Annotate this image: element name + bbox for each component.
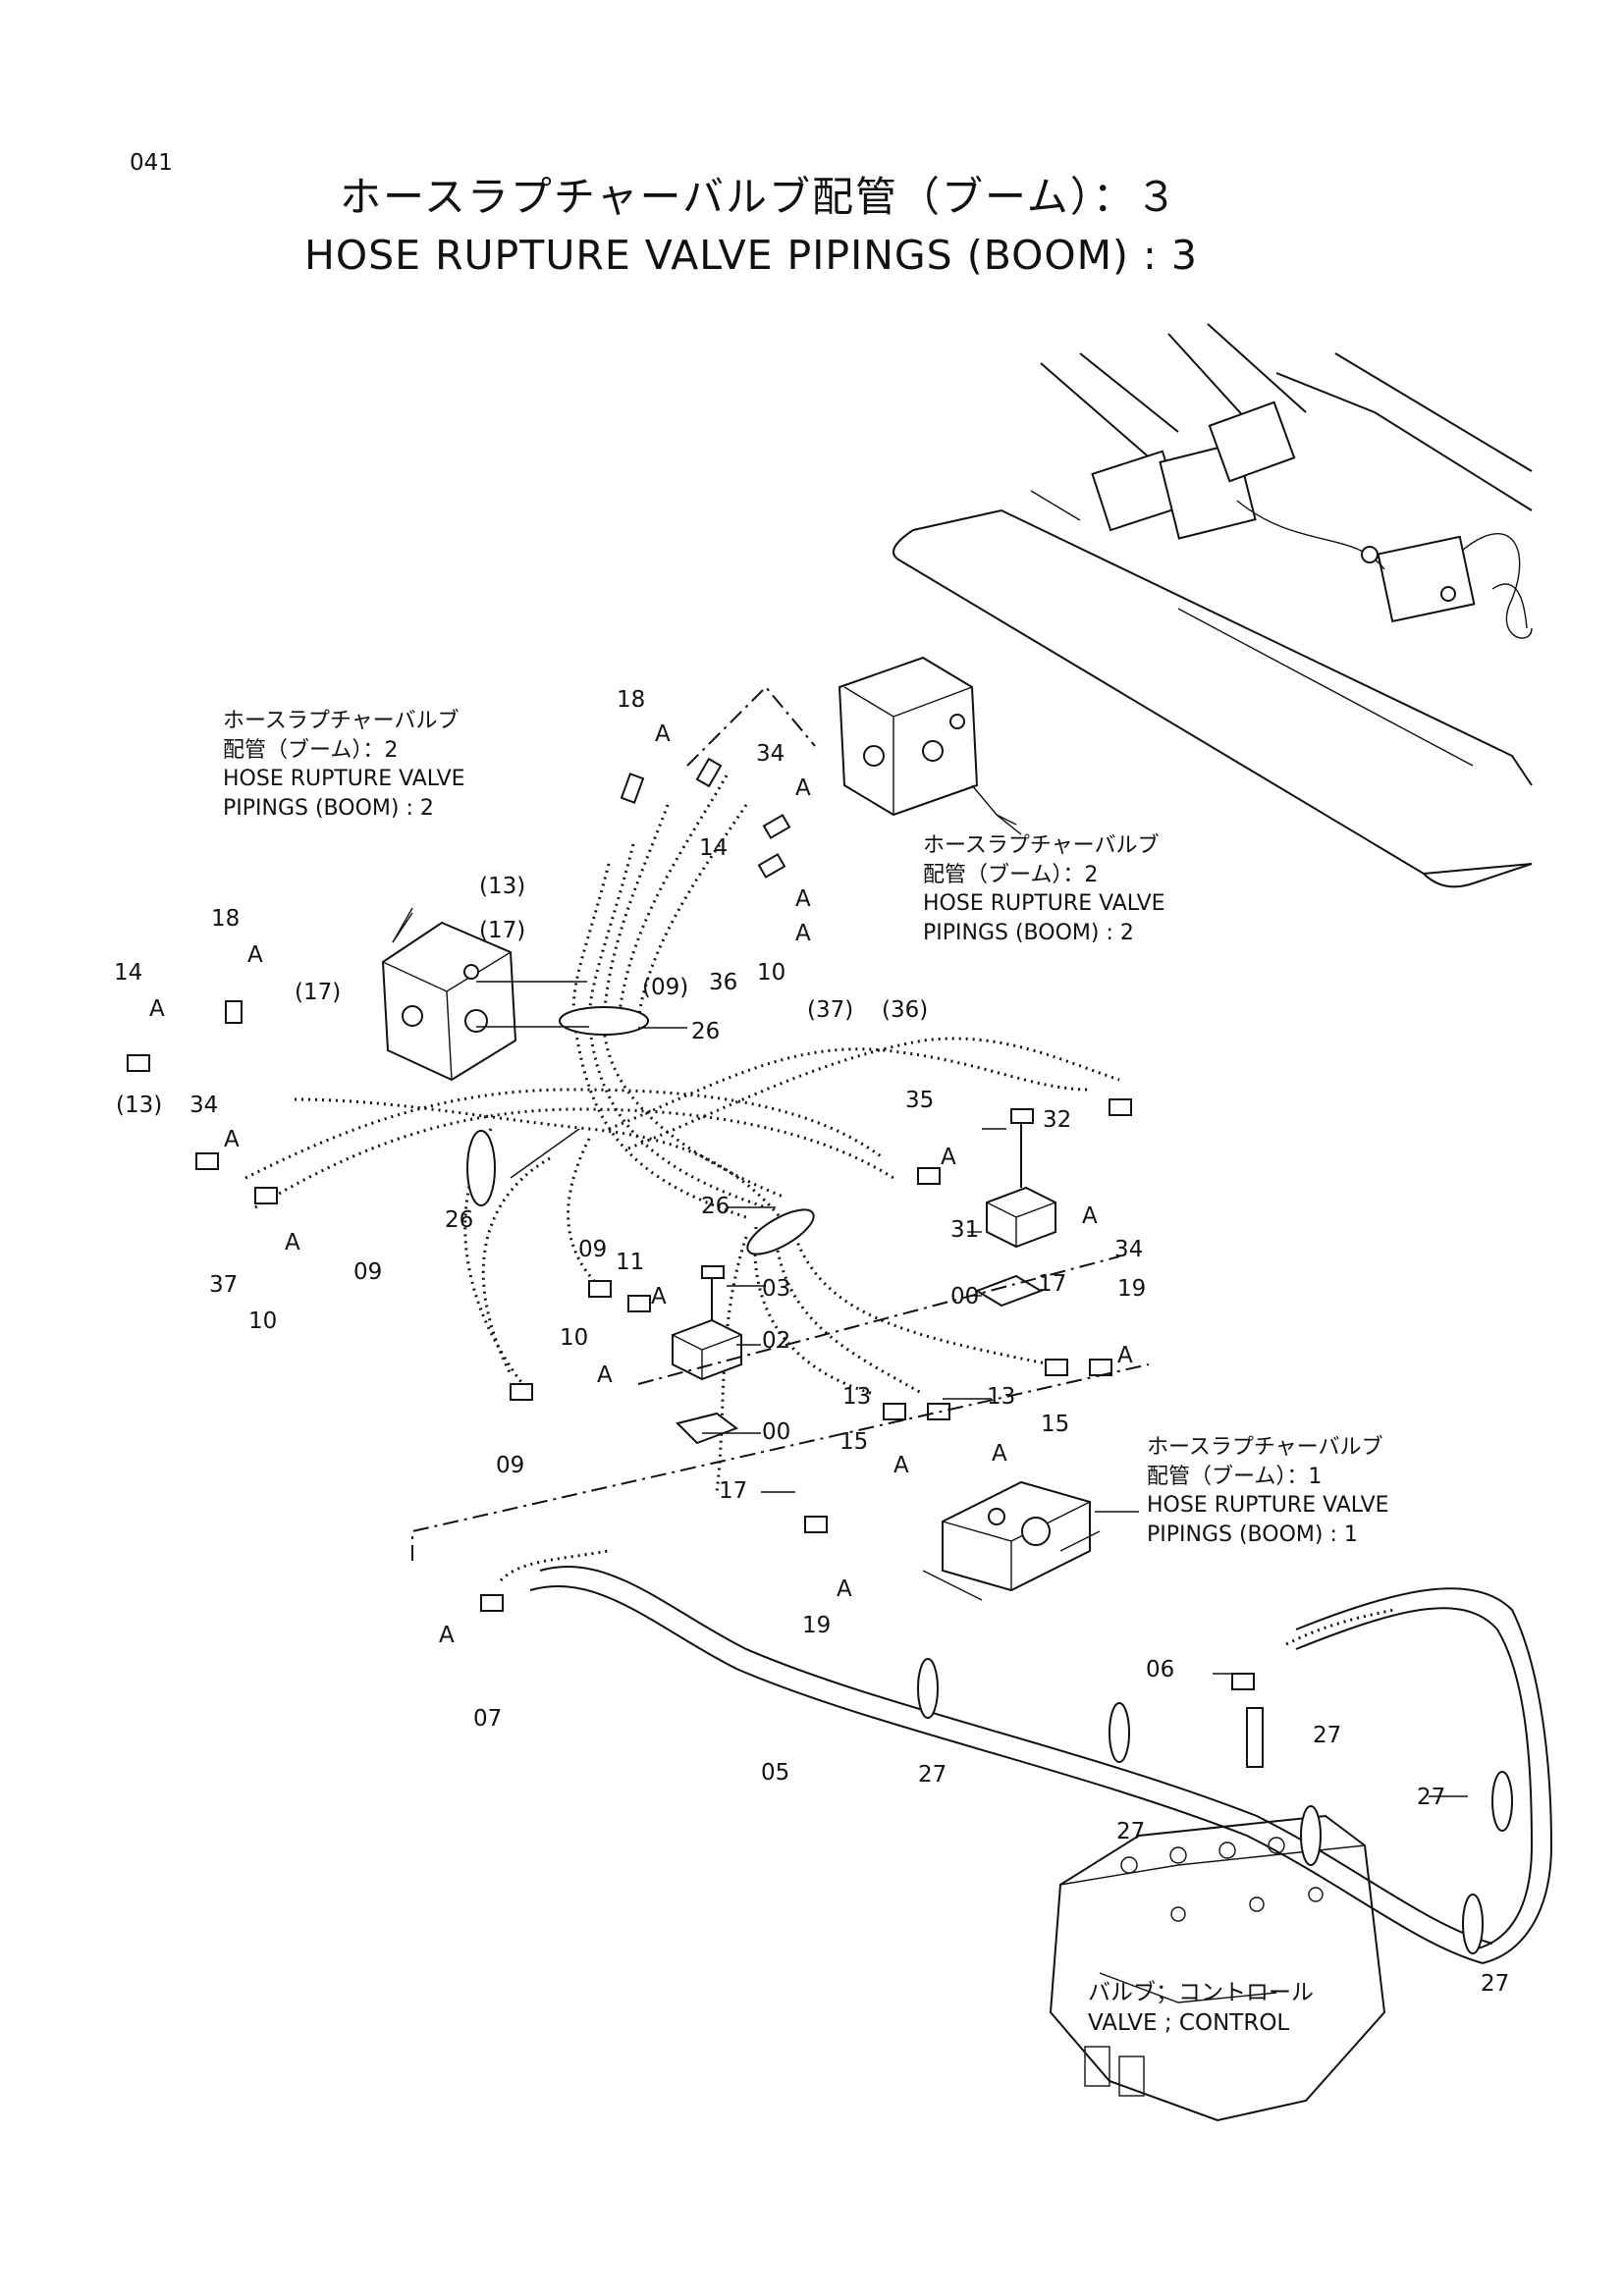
callout-17-ref-left: (17) [295, 980, 342, 1005]
callout-09-left: 09 [353, 1259, 383, 1285]
callout-a: A [941, 1145, 956, 1170]
callout-a: A [149, 996, 165, 1022]
callout-15-left: 15 [839, 1429, 869, 1455]
callout-a: A [285, 1230, 300, 1255]
callout-17-right: 17 [1038, 1271, 1067, 1297]
reference-note-right: ホースラプチャーバルブ 配管（ブーム）：2 HOSE RUPTURE VALVE… [923, 833, 1165, 946]
callout-34-right: 34 [1114, 1237, 1144, 1262]
callout-27-lower-right: 27 [1481, 1971, 1510, 1997]
callout-13-left: 13 [842, 1384, 872, 1410]
callout-26-upper: 26 [691, 1019, 721, 1044]
callout-05: 05 [761, 1760, 790, 1786]
callout-03: 03 [762, 1276, 791, 1302]
callout-a: A [837, 1576, 852, 1602]
callout-18-upper: 18 [617, 687, 646, 713]
callout-10-upper: 10 [757, 960, 786, 986]
callout-a: A [651, 1284, 667, 1309]
boom-assembly-illustration [893, 323, 1533, 888]
callout-a: A [1082, 1203, 1098, 1229]
callout-09-ref-upper: (09) [642, 975, 689, 1000]
hose-bundle [244, 774, 1120, 1493]
callout-07: 07 [473, 1706, 503, 1732]
control-valve-illustration [1049, 1814, 1386, 2122]
callout-36-upper: 36 [709, 970, 738, 995]
leader-lines [392, 685, 1468, 1797]
callout-13-ref-left: (13) [116, 1093, 163, 1118]
callout-35: 35 [905, 1088, 935, 1113]
callout-a: A [224, 1127, 240, 1152]
callout-27-left: 27 [918, 1762, 947, 1788]
callout-a: A [597, 1362, 613, 1388]
callout-26-left: 26 [445, 1207, 474, 1233]
callout-14-left: 14 [114, 960, 143, 986]
title-japanese: ホースラプチャーバルブ配管（ブーム）：３ [340, 173, 1179, 221]
callout-a: A [1117, 1343, 1133, 1368]
callout-32: 32 [1043, 1107, 1072, 1133]
callout-a: A [992, 1441, 1007, 1467]
callout-a: A [795, 886, 811, 912]
callout-11: 11 [616, 1250, 645, 1275]
callout-17-lower: 17 [719, 1478, 748, 1504]
callout-31: 31 [950, 1217, 980, 1243]
callout-17-ref-upper: (17) [479, 918, 526, 943]
callout-09-center: 09 [578, 1237, 608, 1262]
reference-note-lower: ホースラプチャーバルブ 配管（ブーム）：1 HOSE RUPTURE VALVE… [1147, 1435, 1389, 1548]
callout-27-upper-right: 27 [1313, 1723, 1342, 1748]
callout-a: A [893, 1453, 909, 1478]
callout-a: A [247, 942, 263, 968]
hose-rupture-valve-upper-left [381, 907, 517, 1082]
callout-19-lower: 19 [802, 1613, 832, 1638]
callout-10-center: 10 [560, 1325, 589, 1351]
callout-00-center: 00 [762, 1419, 791, 1445]
page-number: 041 [130, 150, 173, 176]
hose-rupture-valve-upper-right [838, 656, 1017, 826]
callout-00-right: 00 [950, 1284, 980, 1309]
callout-a: A [795, 921, 811, 946]
title-english: HOSE RUPTURE VALVE PIPINGS (BOOM) : 3 [304, 232, 1198, 279]
callout-02: 02 [762, 1328, 791, 1354]
callout-10-left: 10 [248, 1308, 278, 1334]
callout-27-center: 27 [1116, 1819, 1146, 1844]
callout-13-ref-upper: (13) [479, 874, 526, 899]
block-and-bolt-parts [672, 1108, 1056, 1445]
callout-27-right: 27 [1417, 1785, 1446, 1810]
callout-34-upper: 34 [756, 741, 785, 767]
callout-06: 06 [1146, 1657, 1175, 1682]
callout-37-left: 37 [209, 1272, 239, 1298]
callout-36-ref: (36) [882, 997, 929, 1023]
callout-34-left: 34 [189, 1093, 219, 1118]
callout-15-right: 15 [1041, 1412, 1070, 1437]
control-valve-label: バルブ；コントロール VALVE ; CONTROL [1088, 1980, 1314, 2037]
fittings [127, 757, 1132, 1612]
callout-14-upper: 14 [699, 835, 729, 861]
callout-a: A [795, 775, 811, 801]
reference-note-left: ホースラプチャーバルブ 配管（ブーム）：2 HOSE RUPTURE VALVE… [223, 709, 465, 822]
callout-09-lower: 09 [496, 1453, 525, 1478]
pipe-05 [480, 1549, 1553, 1964]
callout-18-left: 18 [211, 906, 241, 932]
callout-a: A [655, 721, 671, 747]
callout-37-ref: (37) [807, 997, 854, 1023]
hose-rupture-valve-lower [922, 1480, 1101, 1601]
callout-19-right: 19 [1117, 1276, 1147, 1302]
callout-a: A [439, 1623, 455, 1648]
callout-26-center: 26 [701, 1194, 730, 1219]
callout-13-right: 13 [987, 1384, 1016, 1410]
